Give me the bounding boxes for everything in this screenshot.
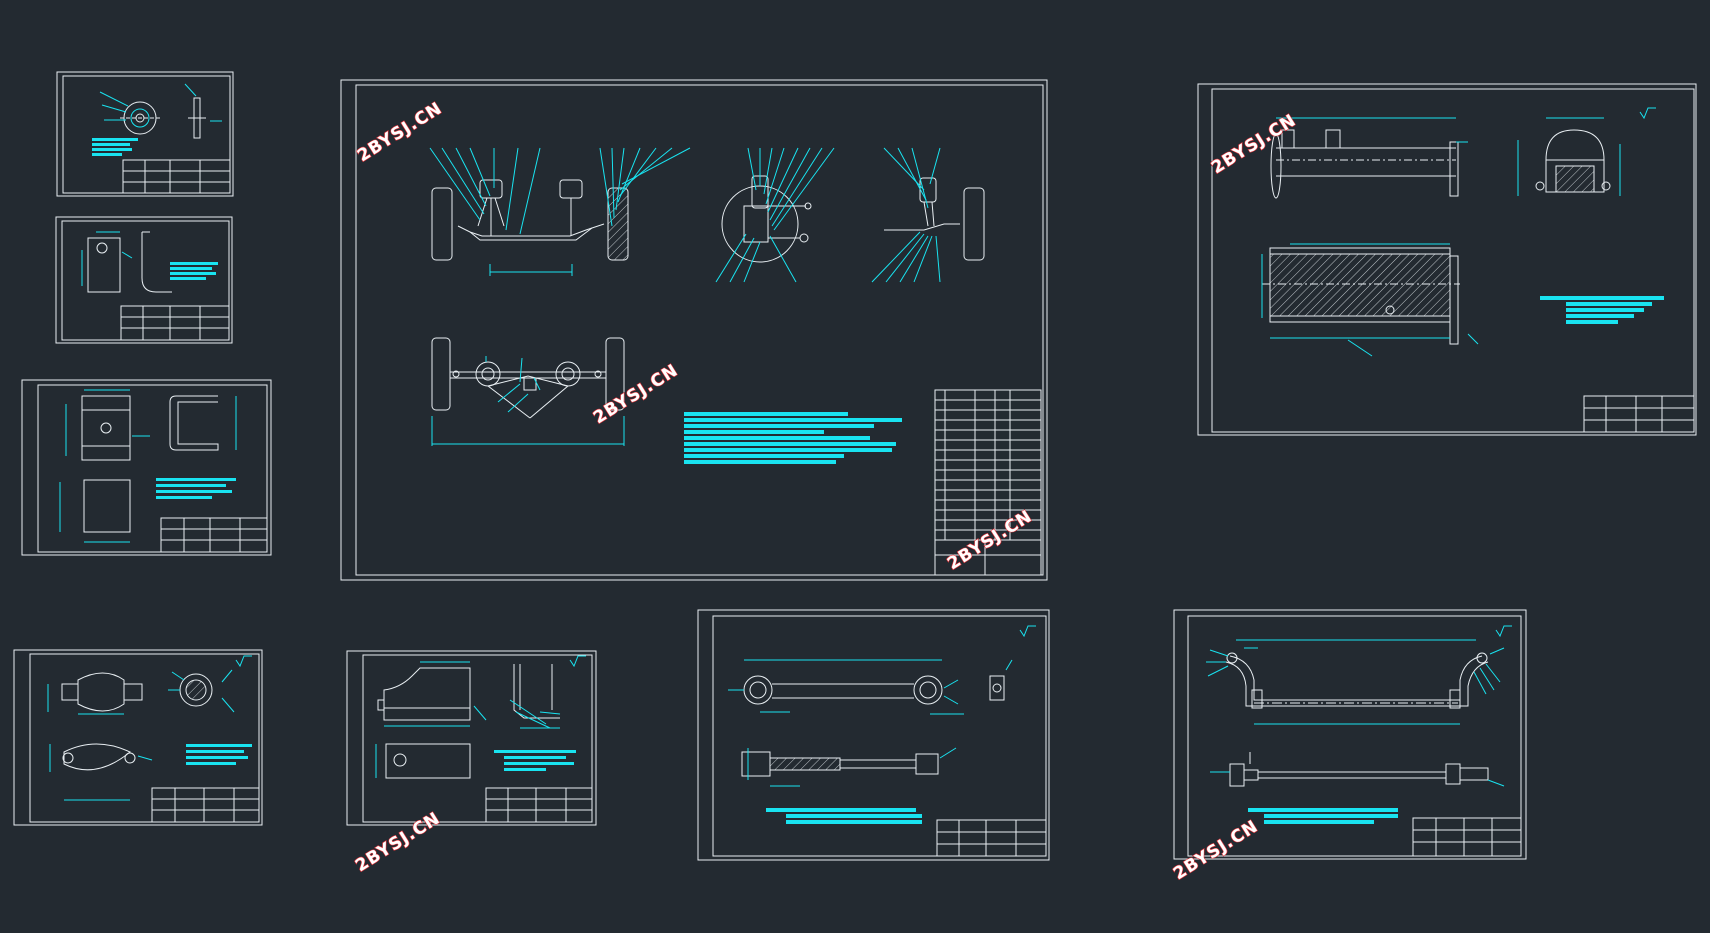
drawing-sheet-stabilizer-bar[interactable]: [1173, 609, 1527, 860]
drawing-sheet-bracket[interactable]: [55, 216, 233, 344]
title-block: [1412, 817, 1522, 857]
watermark-text: 2BYSJ.CN: [352, 808, 444, 876]
drawing-sheet-mount[interactable]: [346, 650, 597, 826]
side-view-2: [884, 177, 985, 261]
title-block: [151, 787, 260, 823]
top-view: [431, 337, 625, 419]
drawing-sheet-assembly[interactable]: [340, 79, 1048, 581]
drawing-sheet-bushing[interactable]: [56, 71, 234, 197]
drawing-sheet-control-arm[interactable]: [13, 649, 263, 826]
title-block: [936, 819, 1047, 857]
leader-lines: [429, 147, 691, 276]
parts-list-table: [934, 389, 1042, 576]
front-view: [431, 179, 629, 261]
title-block: [1583, 395, 1695, 433]
drawing-sheet-link-rod[interactable]: [697, 609, 1050, 861]
watermark-text: 2BYSJ.CN: [1208, 110, 1300, 178]
title-block: [485, 787, 593, 823]
drawing-sheet-u-bracket[interactable]: [21, 379, 272, 556]
watermark-text: 2BYSJ.CN: [590, 360, 682, 428]
title-block: [160, 517, 268, 553]
drawing-sheet-axle-beam[interactable]: [1197, 83, 1697, 436]
title-block: [122, 159, 231, 194]
watermark-text: 2BYSJ.CN: [1170, 816, 1262, 884]
watermark-text: 2BYSJ.CN: [354, 98, 446, 166]
technical-notes: [684, 412, 902, 464]
side-view: [721, 175, 812, 263]
title-block: [120, 305, 230, 341]
